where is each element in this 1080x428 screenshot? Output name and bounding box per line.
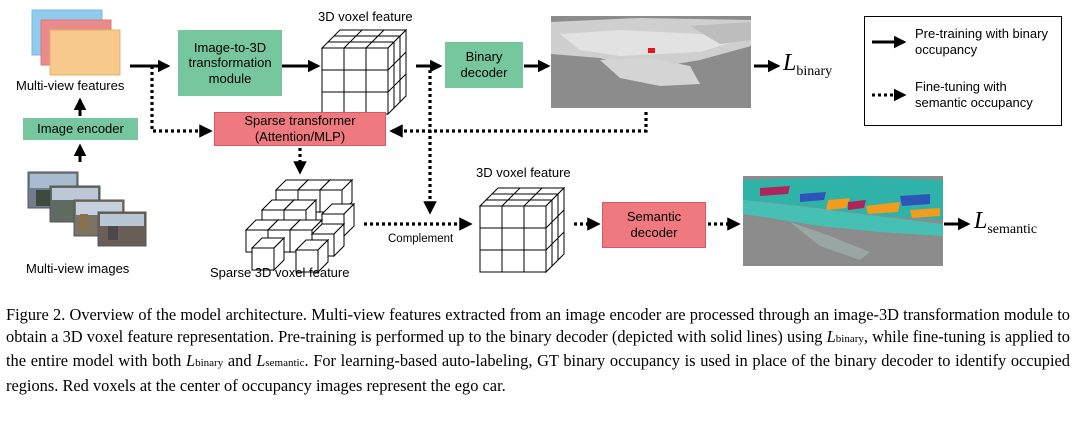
multi-view-features-label: Multi-view features — [16, 78, 125, 93]
binary-occupancy-map — [551, 16, 751, 108]
loss-semantic: Lsemantic — [974, 208, 1038, 237]
legend-pretraining-text: Pre-training with binary occupancy — [915, 26, 1048, 58]
sparse-transformer-box: Sparse transformer (Attention/MLP) — [214, 112, 386, 146]
loss-binary: Lbinary — [783, 50, 833, 79]
caption-loss-binary-2: L — [185, 351, 196, 371]
caption-loss-binary-1: L — [826, 326, 836, 346]
multi-view-feature-maps — [31, 9, 121, 76]
legend: Pre-training with binary occupancy Fine-… — [864, 16, 1062, 126]
voxel-feature-top-label: 3D voxel feature — [318, 9, 413, 24]
architecture-figure: Multi-view features Image encoder Multi-… — [16, 9, 1062, 280]
legend-line-samples — [872, 35, 907, 102]
multi-view-photos — [27, 171, 147, 247]
binary-decoder-box: Binary decoder — [445, 42, 523, 88]
sparse-voxel-grid — [245, 179, 355, 273]
caption-part1: Figure 2. Overview of the model architec… — [6, 305, 1070, 346]
figure-caption: Figure 2. Overview of the model architec… — [6, 304, 1070, 396]
sparse-voxel-feature-label: Sparse 3D voxel feature — [210, 265, 350, 280]
caption-part2: , while fine-tuning is applied to the en… — [6, 326, 1070, 371]
figure-graphics — [27, 9, 971, 273]
semantic-occupancy-map — [743, 176, 943, 266]
voxel-feature-bottom-label: 3D voxel feature — [476, 165, 571, 180]
caption-loss-semantic: L — [256, 351, 266, 371]
image-encoder-box: Image encoder — [23, 118, 138, 140]
multi-view-images-label: Multi-view images — [26, 261, 130, 276]
complement-label: Complement — [388, 233, 454, 245]
caption-part4: . For learning-based auto-labeling, GT b… — [6, 351, 1070, 395]
image-to-3d-module-box: Image-to-3D transformation module — [178, 30, 282, 96]
caption-loss-binary-2-sub: binary — [195, 357, 224, 370]
caption-part3: and — [223, 351, 257, 371]
solid-arrows — [73, 59, 971, 231]
caption-loss-semantic-sub: semantic — [265, 357, 305, 370]
dotted-arrows — [150, 66, 741, 231]
voxel-grid-bottom — [479, 187, 565, 273]
caption-loss-binary-1-sub: binary — [835, 332, 864, 345]
legend-finetuning-text: Fine-tuning with semantic occupancy — [915, 79, 1033, 111]
voxel-grid-top — [321, 29, 407, 115]
semantic-decoder-box: Semantic decoder — [602, 202, 706, 248]
